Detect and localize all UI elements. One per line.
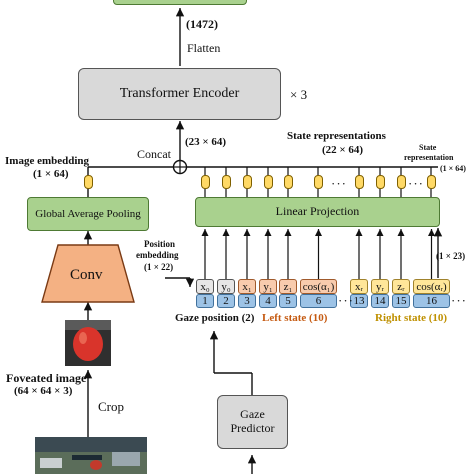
- camera-frame-image: [35, 437, 147, 474]
- image-embedding-token: [84, 175, 93, 189]
- state-symbol-chip: y₀: [217, 279, 235, 294]
- ellipsis: ···: [408, 176, 424, 191]
- foveated-image-dim: (64 × 64 × 3): [14, 385, 73, 397]
- conv-label: Conv: [70, 267, 103, 283]
- position-embedding-line1: Position: [144, 239, 176, 249]
- state-embedding-token: [200, 175, 210, 189]
- state-symbol-chip: cos(α₁): [300, 279, 337, 294]
- gaze-predictor-label: Gaze Predictor: [230, 407, 275, 435]
- transformer-encoder-box: Transformer Encoder: [78, 68, 281, 120]
- state-repr-single-dim: (1 × 64): [440, 164, 466, 173]
- state-symbol-chip: yᵣ: [371, 279, 389, 294]
- state-index-chip: 16: [413, 294, 450, 308]
- state-embedding-token: [263, 175, 273, 189]
- state-symbol-chip: x₀: [196, 279, 214, 294]
- state-embedding-token: [313, 175, 323, 189]
- state-index-chip: 14: [371, 294, 389, 308]
- concat-plus-icon: [172, 159, 188, 175]
- state-embedding-token: [375, 175, 385, 189]
- conv-block: [41, 244, 135, 303]
- gaze-position-label: Gaze position (2): [175, 312, 255, 324]
- state-embedding-token: [426, 175, 436, 189]
- ellipsis: ···: [338, 293, 354, 308]
- state-index-chip: 15: [392, 294, 410, 308]
- crop-label: Crop: [98, 399, 124, 414]
- concat-label: Concat: [137, 147, 171, 161]
- state-representations-title: State representations: [287, 130, 386, 142]
- state-embedding-token: [221, 175, 231, 189]
- left-state-label: Left state (10): [262, 312, 328, 324]
- image-embedding-dim: (1 × 64): [33, 168, 69, 180]
- state-symbol-chip: cos(αᵣ): [413, 279, 450, 294]
- transformer-repeat: × 3: [290, 87, 308, 102]
- state-representations-dim: (22 × 64): [322, 144, 364, 156]
- state-repr-single-line1: State: [419, 143, 437, 152]
- global-average-pooling-box: Global Average Pooling: [27, 197, 149, 231]
- state-embedding-token: [283, 175, 293, 189]
- state-repr-single-line2: representation: [404, 153, 454, 162]
- state-index-chip: 5: [279, 294, 297, 308]
- state-symbol-chip: xᵣ: [350, 279, 368, 294]
- right-state-label: Right state (10): [375, 312, 448, 324]
- state-symbol-chip: x₁: [238, 279, 256, 294]
- gaze-predictor-box: Gaze Predictor: [217, 395, 288, 449]
- image-embedding-title: Image embedding: [5, 155, 90, 167]
- state-symbol-chip: z₁: [279, 279, 297, 294]
- state-index-chip: 3: [238, 294, 256, 308]
- foveated-image-title: Foveated image: [6, 371, 87, 385]
- concat-dim: (23 × 64): [185, 136, 227, 148]
- state-embedding-token: [396, 175, 406, 189]
- position-embedding-dim: (1 × 22): [144, 262, 174, 272]
- state-symbol-chip: zᵣ: [392, 279, 410, 294]
- state-embedding-token: [354, 175, 364, 189]
- flatten-label: Flatten: [187, 41, 221, 55]
- linear-projection-label: Linear Projection: [275, 204, 360, 219]
- transformer-encoder-label: Transformer Encoder: [119, 85, 240, 101]
- state-index-chip: 6: [300, 294, 337, 308]
- state-embedding-token: [242, 175, 252, 189]
- gap-label: Global Average Pooling: [35, 207, 141, 220]
- state-symbol-chip: y₁: [259, 279, 277, 294]
- state-index-chip: 4: [259, 294, 277, 308]
- state-input-dim: (1 × 23): [436, 251, 466, 261]
- state-index-chip: 1: [196, 294, 214, 308]
- linear-projection-box: Linear Projection: [195, 197, 440, 227]
- state-index-chip: 13: [350, 294, 368, 308]
- ellipsis: ···: [331, 176, 347, 191]
- foveated-image-thumbnail: [65, 320, 111, 366]
- flatten-dim: (1472): [186, 17, 218, 31]
- state-index-chip: 2: [217, 294, 235, 308]
- output-head-box: [113, 0, 247, 5]
- ellipsis: ···: [451, 293, 467, 308]
- position-embedding-line2: embedding: [136, 250, 179, 260]
